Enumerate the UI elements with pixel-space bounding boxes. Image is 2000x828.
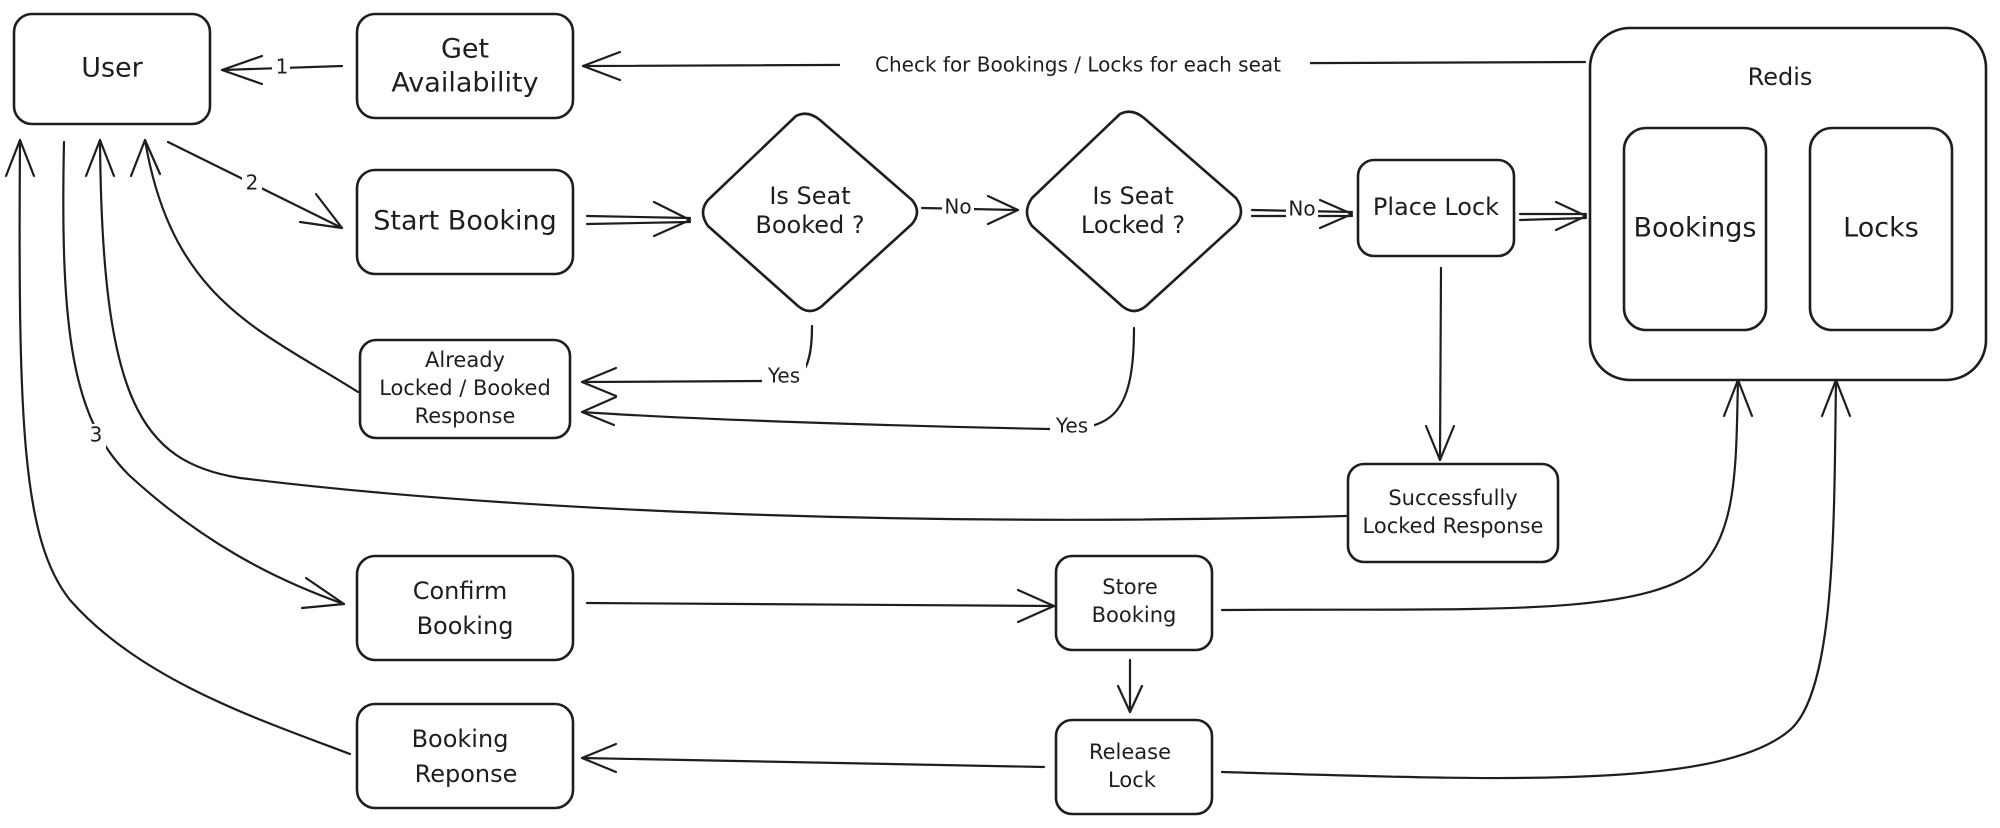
- node-successfully-locked: Successfully Locked Response: [1346, 462, 1560, 564]
- node-is-seat-locked-line-2: Locked ?: [1081, 211, 1185, 239]
- node-is-seat-booked-line-2: Booked ?: [755, 211, 864, 239]
- node-already-response-line-1: Already: [425, 348, 505, 372]
- node-locks: Locks: [1808, 126, 1954, 332]
- edge-label-locked-no: No: [1288, 197, 1315, 221]
- edge-user-to-start-booking: 2: [166, 140, 344, 230]
- node-place-lock: Place Lock: [1356, 158, 1516, 258]
- edge-already-response-to-user: [129, 138, 360, 394]
- edge-place-lock-to-success: [1424, 266, 1456, 462]
- node-booking-response: Booking Reponse: [355, 702, 575, 810]
- node-already-response-line-2: Locked / Booked: [379, 376, 551, 400]
- node-is-seat-locked: Is Seat Locked ?: [1025, 110, 1243, 313]
- node-bookings: Bookings: [1622, 126, 1768, 332]
- node-user-label: User: [81, 53, 143, 84]
- node-is-seat-locked-line-1: Is Seat: [1092, 182, 1173, 210]
- edge-label-booked-no: No: [944, 195, 971, 219]
- node-booking-response-line-2: Reponse: [415, 760, 518, 788]
- node-bookings-label: Bookings: [1633, 213, 1756, 244]
- node-release-lock-line-2: Lock: [1108, 768, 1157, 792]
- node-already-response-line-3: Response: [415, 404, 516, 428]
- node-is-seat-booked-line-1: Is Seat: [769, 182, 850, 210]
- edge-success-to-user: [84, 138, 1348, 521]
- edge-is-locked-to-place-lock: No: [1250, 197, 1354, 230]
- edge-is-booked-to-is-locked: No: [920, 195, 1020, 226]
- edge-user-to-confirm: 3: [62, 140, 346, 610]
- node-successfully-locked-line-2: Locked Response: [1363, 514, 1544, 538]
- node-is-seat-booked: Is Seat Booked ?: [701, 112, 919, 313]
- node-release-lock: Release Lock: [1054, 718, 1214, 816]
- node-store-booking-line-1: Store: [1102, 575, 1158, 599]
- node-get-availability: Get Availability: [355, 12, 575, 120]
- edge-booking-response-to-user: [4, 138, 352, 756]
- edge-release-to-booking-response: [580, 742, 1046, 774]
- edge-get-availability-to-user: 1: [220, 55, 344, 86]
- node-store-booking: Store Booking: [1054, 554, 1214, 652]
- node-user: User: [12, 12, 212, 126]
- edge-is-booked-yes: Yes: [580, 324, 814, 398]
- node-start-booking-label: Start Booking: [373, 206, 557, 237]
- edge-confirm-to-store: [585, 588, 1056, 624]
- edge-label-step-1: 1: [276, 55, 289, 79]
- edge-start-to-is-booked: [585, 200, 692, 238]
- edge-store-to-release: [1116, 658, 1144, 714]
- node-locks-label: Locks: [1843, 213, 1919, 244]
- edge-label-step-3: 3: [90, 423, 103, 447]
- node-confirm-booking-line-2: Booking: [417, 612, 514, 640]
- node-redis: Redis Bookings Locks: [1588, 26, 1988, 382]
- edge-label-booked-yes: Yes: [767, 364, 800, 388]
- node-successfully-locked-line-1: Successfully: [1388, 486, 1517, 510]
- node-release-lock-line-1: Release: [1089, 740, 1171, 764]
- edge-is-locked-yes: Yes: [580, 326, 1136, 440]
- node-get-availability-line-2: Availability: [391, 68, 538, 99]
- node-already-response: Already Locked / Booked Response: [358, 338, 572, 440]
- edge-release-to-locks: [1220, 378, 1852, 780]
- node-booking-response-line-1: Booking: [412, 725, 509, 753]
- edge-redis-to-get-availability: Check for Bookings / Locks for each seat: [581, 50, 1587, 82]
- node-store-booking-line-2: Booking: [1092, 603, 1177, 627]
- edge-label-check: Check for Bookings / Locks for each seat: [875, 53, 1281, 77]
- edge-place-lock-to-redis: [1518, 200, 1588, 232]
- edge-label-step-2: 2: [246, 171, 259, 195]
- node-confirm-booking: Confirm Booking: [355, 554, 575, 662]
- node-place-lock-label: Place Lock: [1373, 193, 1499, 221]
- node-confirm-booking-line-1: Confirm: [413, 577, 508, 605]
- edge-label-locked-yes: Yes: [1055, 414, 1088, 438]
- node-start-booking: Start Booking: [355, 168, 575, 276]
- node-get-availability-line-1: Get: [441, 34, 489, 65]
- node-redis-label: Redis: [1748, 63, 1813, 91]
